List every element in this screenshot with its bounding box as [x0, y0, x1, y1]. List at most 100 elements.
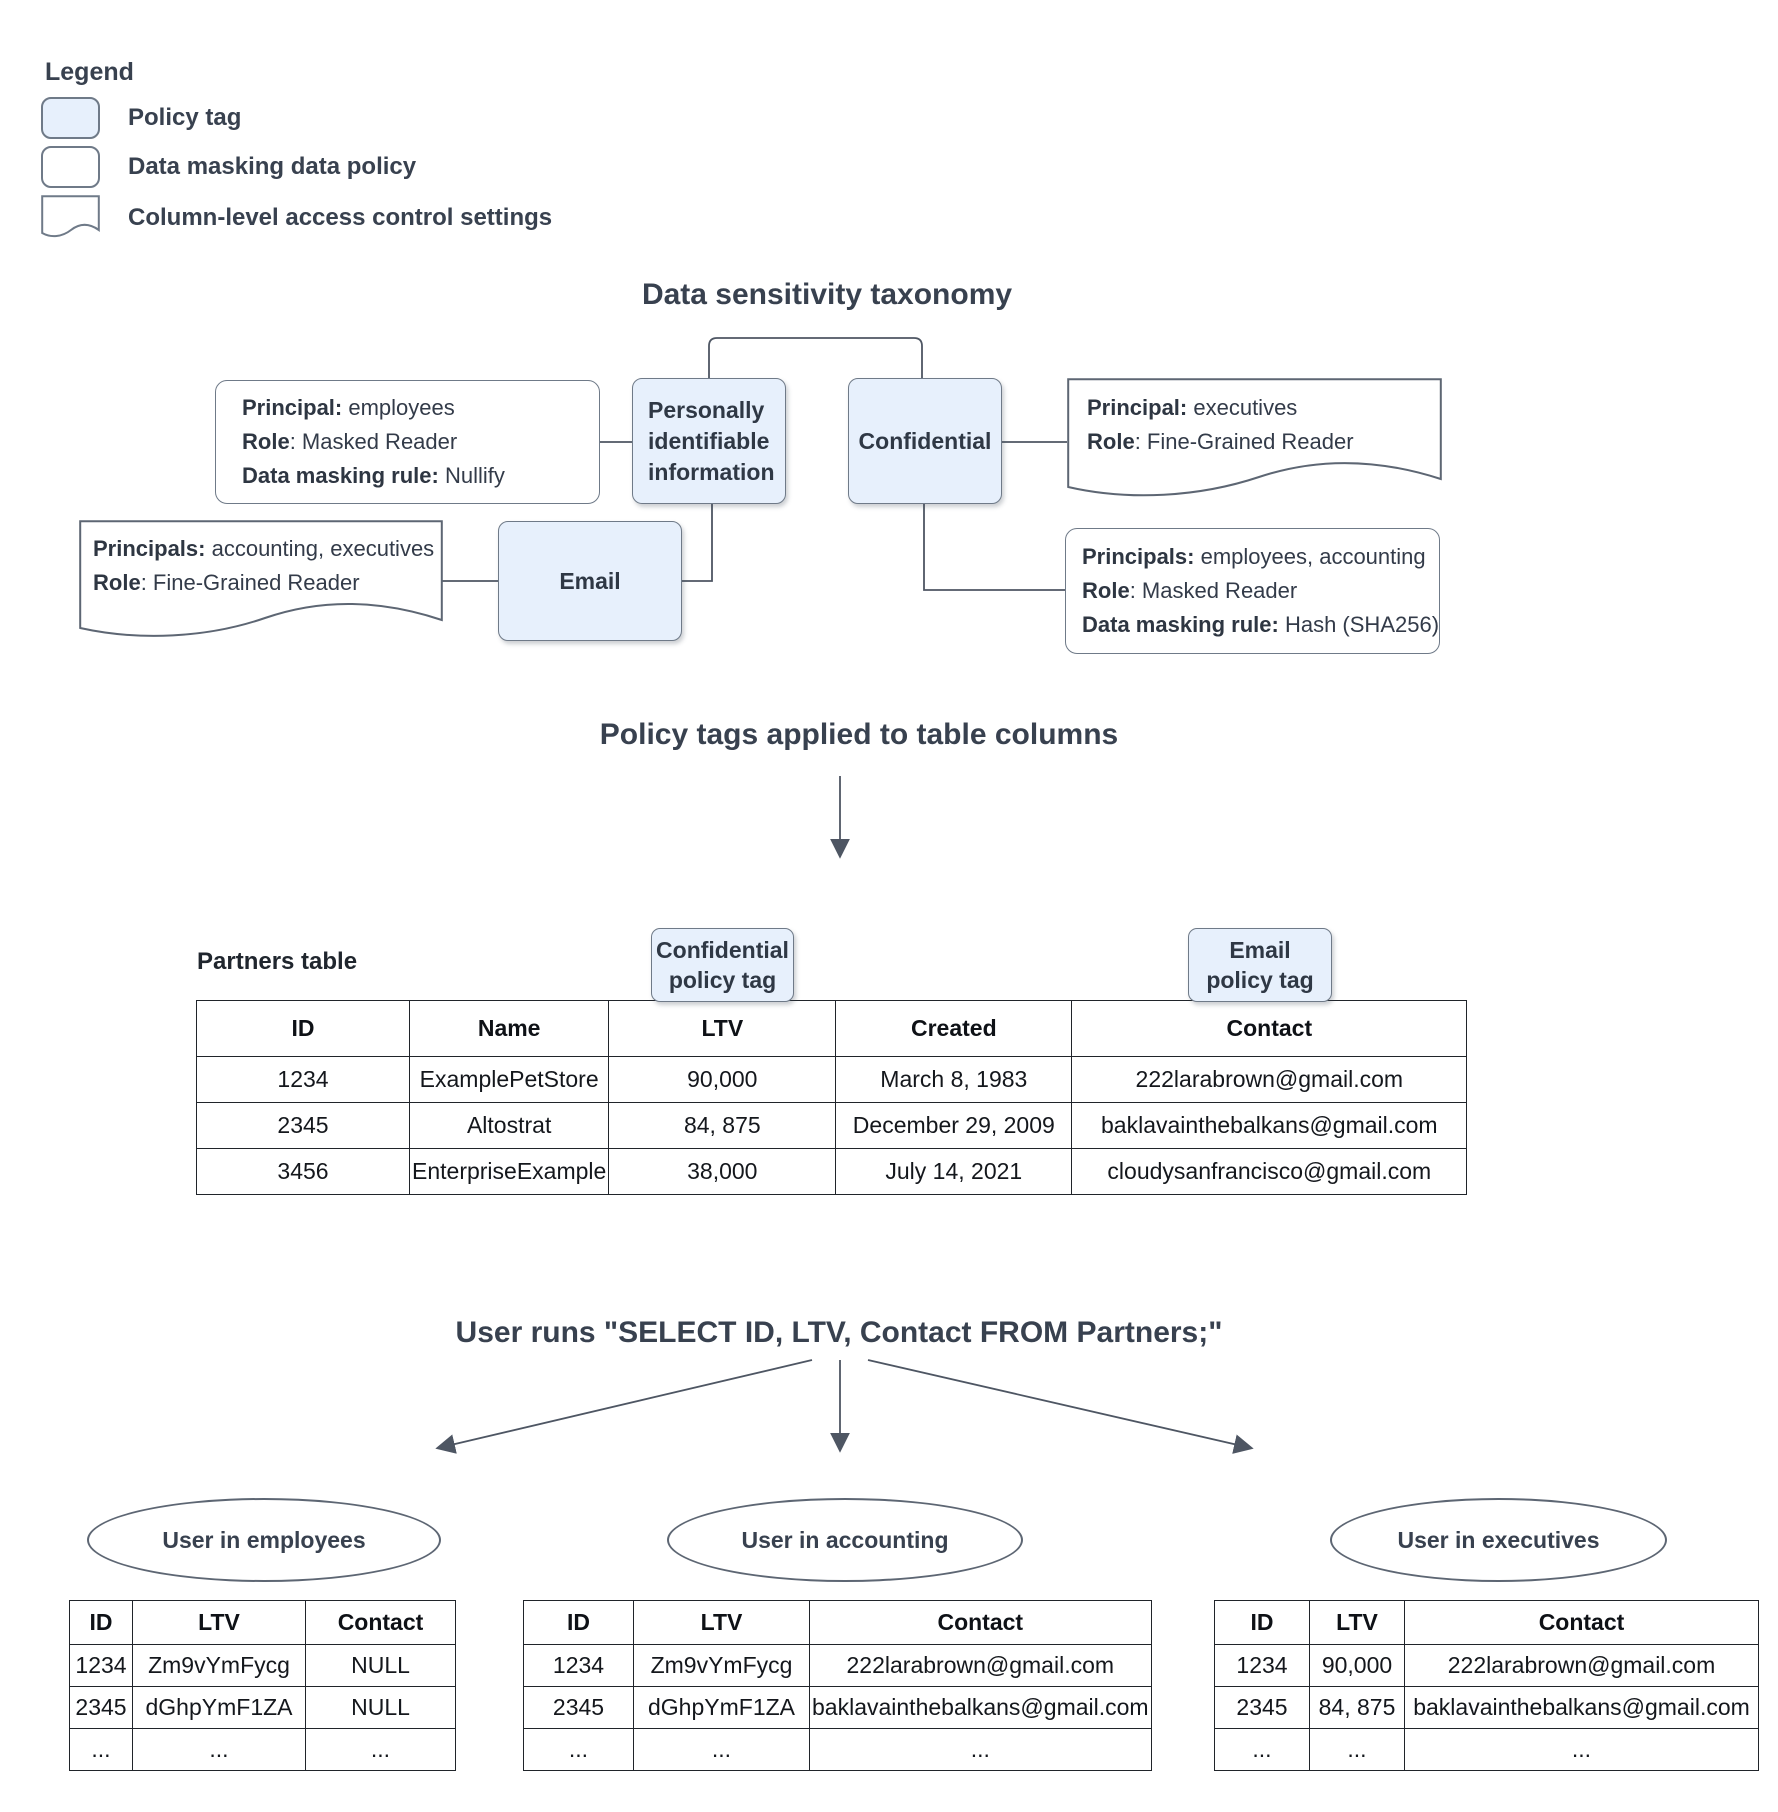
cell: ... [1214, 1728, 1310, 1771]
cell: Altostrat [408, 1102, 610, 1149]
field-value: Nullify [438, 463, 505, 488]
column-header: LTV [1309, 1600, 1405, 1645]
cell: ... [523, 1728, 634, 1771]
column-tag-email: Email policy tag [1188, 928, 1332, 1002]
connector-confidential-hash [923, 504, 1065, 591]
data-policy-hash-sha256: Principals: employees, accounting Role: … [1065, 528, 1440, 654]
partners-table: ID Name LTV Created Contact 1234 Example… [196, 1000, 1468, 1195]
field-value: : Fine-Grained Reader [140, 570, 360, 596]
table-row: 3456 EnterpriseExample 38,000 July 14, 2… [196, 1148, 1468, 1195]
cell: March 8, 1983 [835, 1056, 1073, 1103]
field-value: : Masked Reader [1129, 578, 1298, 603]
table-row: 1234 Zm9vYmFycg NULL [69, 1644, 456, 1687]
column-header: Contact [809, 1600, 1152, 1645]
table-header-row: ID LTV Contact [1214, 1600, 1759, 1645]
table-header-row: ID Name LTV Created Contact [196, 1000, 1468, 1057]
user-accounting-ellipse: User in accounting [667, 1498, 1023, 1582]
table-row: 1234 ExamplePetStore 90,000 March 8, 198… [196, 1056, 1468, 1103]
field-value: executives [1187, 395, 1298, 421]
document-shape [1067, 378, 1442, 497]
user-label: User in accounting [741, 1526, 949, 1553]
field-value: employees [342, 395, 455, 420]
cell: NULL [305, 1686, 456, 1729]
result-table-employees: ID LTV Contact 1234 Zm9vYmFycg NULL 2345… [69, 1600, 456, 1771]
field-value: : Fine-Grained Reader [1134, 429, 1354, 455]
cell: NULL [305, 1644, 456, 1687]
cell: baklavainthebalkans@gmail.com [1071, 1102, 1468, 1149]
cell: baklavainthebalkans@gmail.com [809, 1686, 1152, 1729]
cell: 38,000 [608, 1148, 837, 1195]
field-value: : Masked Reader [289, 429, 458, 454]
cell: 1234 [69, 1644, 133, 1687]
cell: ... [305, 1728, 456, 1771]
taxonomy-title: Data sensitivity taxonomy [641, 278, 1013, 311]
field-label: Role [1082, 578, 1130, 603]
column-tag-label: Confidential [656, 937, 789, 963]
column-tag-confidential: Confidential policy tag [651, 928, 794, 1002]
user-executives-ellipse: User in executives [1330, 1498, 1667, 1582]
legend-item-label: Policy tag [128, 104, 242, 131]
arrow-query-executives [867, 1359, 1254, 1454]
field-label: Role [93, 570, 141, 596]
column-header: ID [196, 1000, 410, 1057]
column-header: LTV [132, 1600, 306, 1645]
policy-tag-label: identifiable [648, 427, 770, 454]
cell: baklavainthebalkans@gmail.com [1404, 1686, 1759, 1729]
user-label: User in employees [162, 1526, 366, 1553]
data-policy-employees-nullify: Principal: employees Role: Masked Reader… [215, 380, 600, 504]
cell: 1234 [523, 1644, 634, 1687]
column-header: ID [1214, 1600, 1310, 1645]
field-label: Role [242, 429, 290, 454]
field-value: employees, accounting [1194, 544, 1426, 569]
field-value: Hash (SHA256) [1278, 612, 1440, 637]
table-row: ... ... ... [1214, 1728, 1759, 1771]
policy-tag-confidential: Confidential [848, 378, 1002, 504]
cell: July 14, 2021 [835, 1148, 1073, 1195]
table-row: 2345 dGhpYmF1ZA baklavainthebalkans@gmai… [523, 1686, 1152, 1729]
document-shape [79, 520, 443, 637]
cell: 3456 [196, 1148, 410, 1195]
field-label: Data masking rule: [242, 463, 439, 488]
column-tag-label: policy tag [668, 967, 777, 993]
column-header: Contact [305, 1600, 456, 1645]
cell: Zm9vYmFycg [132, 1644, 306, 1687]
column-header: ID [523, 1600, 634, 1645]
cell: 2345 [69, 1686, 133, 1729]
policy-tag-pii: Personally identifiable information [632, 378, 786, 504]
column-header: ID [69, 1600, 133, 1645]
cell: ... [633, 1728, 810, 1771]
cell: ... [69, 1728, 133, 1771]
policy-tag-email: Email [498, 521, 682, 641]
query-title: User runs "SELECT ID, LTV, Contact FROM … [455, 1316, 1223, 1349]
user-employees-ellipse: User in employees [87, 1498, 441, 1582]
policy-tag-label: Confidential [858, 427, 992, 454]
column-tag-label: Email [1229, 937, 1291, 963]
policy-tag-label: Personally [648, 396, 765, 423]
table-row: 2345 dGhpYmF1ZA NULL [69, 1686, 456, 1729]
cell: 1234 [1214, 1644, 1310, 1687]
field-label: Principals: [93, 536, 206, 562]
cell: 222larabrown@gmail.com [1071, 1056, 1468, 1103]
legend-item-label: Column-level access control settings [128, 204, 553, 231]
cell: dGhpYmF1ZA [633, 1686, 810, 1729]
field-value: accounting, executives [205, 536, 435, 562]
partners-table-label: Partners table [197, 948, 358, 975]
cell: 222larabrown@gmail.com [809, 1644, 1152, 1687]
table-header-row: ID LTV Contact [69, 1600, 456, 1645]
cell: December 29, 2009 [835, 1102, 1073, 1149]
table-row: ... ... ... [523, 1728, 1152, 1771]
cell: 84, 875 [608, 1102, 837, 1149]
cell: ExamplePetStore [408, 1056, 610, 1103]
cell: Zm9vYmFycg [633, 1644, 810, 1687]
policy-tag-label: Email [559, 567, 621, 594]
table-row: 1234 Zm9vYmFycg 222larabrown@gmail.com [523, 1644, 1152, 1687]
data-masking-policy-swatch-icon [41, 146, 100, 188]
cell: cloudysanfrancisco@gmail.com [1071, 1148, 1468, 1195]
cell: 2345 [1214, 1686, 1310, 1729]
cell: 90,000 [1309, 1644, 1405, 1687]
cell: 2345 [523, 1686, 634, 1729]
policy-tag-label: information [648, 458, 775, 485]
table-header-row: ID LTV Contact [523, 1600, 1152, 1645]
field-label: Principal: [242, 395, 343, 420]
